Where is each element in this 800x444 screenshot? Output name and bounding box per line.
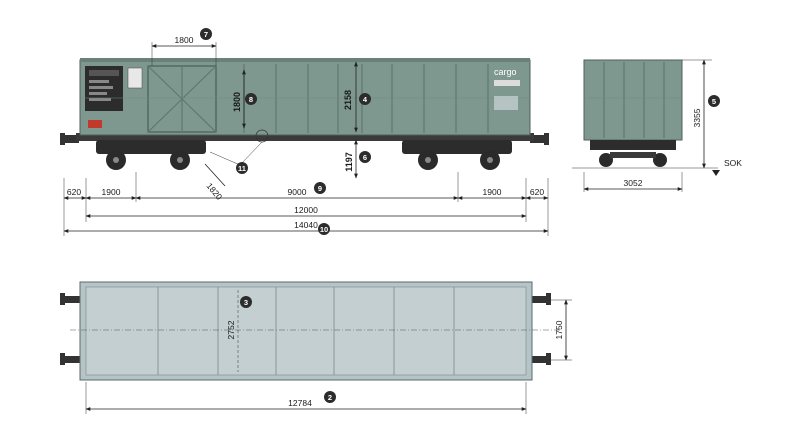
bogie-left [96,140,206,170]
bogie-right [402,140,512,170]
svg-text:5: 5 [712,97,716,106]
dim-inner-length: 12784 [288,398,312,408]
svg-text:4: 4 [363,95,368,104]
dim-bogie-right: 1900 [483,187,502,197]
dim-buffer-right: 620 [530,187,544,197]
callout-5: 5 [708,95,720,107]
svg-text:11: 11 [238,164,246,173]
side-dim-lines [63,172,549,236]
callout-2: 2 [324,391,336,403]
dim-total-height: 3355 [692,108,702,127]
callout-3: 3 [240,296,252,308]
label-sok: SOK [724,158,742,168]
red-label [88,120,102,128]
dim-inner-height: 2158 [343,90,353,110]
svg-text:6: 6 [363,153,367,162]
svg-text:3: 3 [244,298,248,307]
dim-body-length: 12000 [294,205,318,215]
end-body [583,59,683,141]
dim-width: 3052 [624,178,643,188]
callout-4: 4 [359,93,371,105]
svg-text:7: 7 [204,30,208,39]
underframe [76,133,534,141]
svg-text:8: 8 [249,95,253,104]
dim-inner-width: 2752 [226,320,236,339]
dim-floor-height: 1197 [344,152,354,172]
svg-text:10: 10 [320,225,328,234]
brand-logo: cargo [494,67,517,77]
dim-buffer-spacing: 1750 [554,320,564,339]
callout-10: 10 [318,223,330,235]
svg-text:2: 2 [328,393,332,402]
dim-diagonal: 1820 [204,181,224,202]
end-view: 3355 SOK 3052 [572,59,742,192]
callout-8: 8 [245,93,257,105]
dim-buffer-left: 620 [67,187,81,197]
callout-7: 7 [200,28,212,40]
side-ribs [80,64,530,133]
side-view: cargo 1800 2158 1197 1800 [60,35,549,236]
dim-pivot-distance: 9000 [288,187,307,197]
callout-6: 6 [359,151,371,163]
dim-bogie-left: 1900 [102,187,121,197]
callout-9: 9 [314,182,326,194]
svg-text:9: 9 [318,184,322,193]
buffer-left [64,135,79,143]
top-panels [157,287,455,375]
dim-over-buffers: 14040 [294,220,318,230]
dim-door-height: 1800 [232,92,242,112]
dim-door-width: 1800 [175,35,194,45]
top-view: 2752 1750 12784 [60,281,572,414]
buffer-right [530,135,545,143]
callout-11: 11 [236,162,248,174]
callouts: 7 8 4 6 11 9 10 5 [200,28,720,403]
